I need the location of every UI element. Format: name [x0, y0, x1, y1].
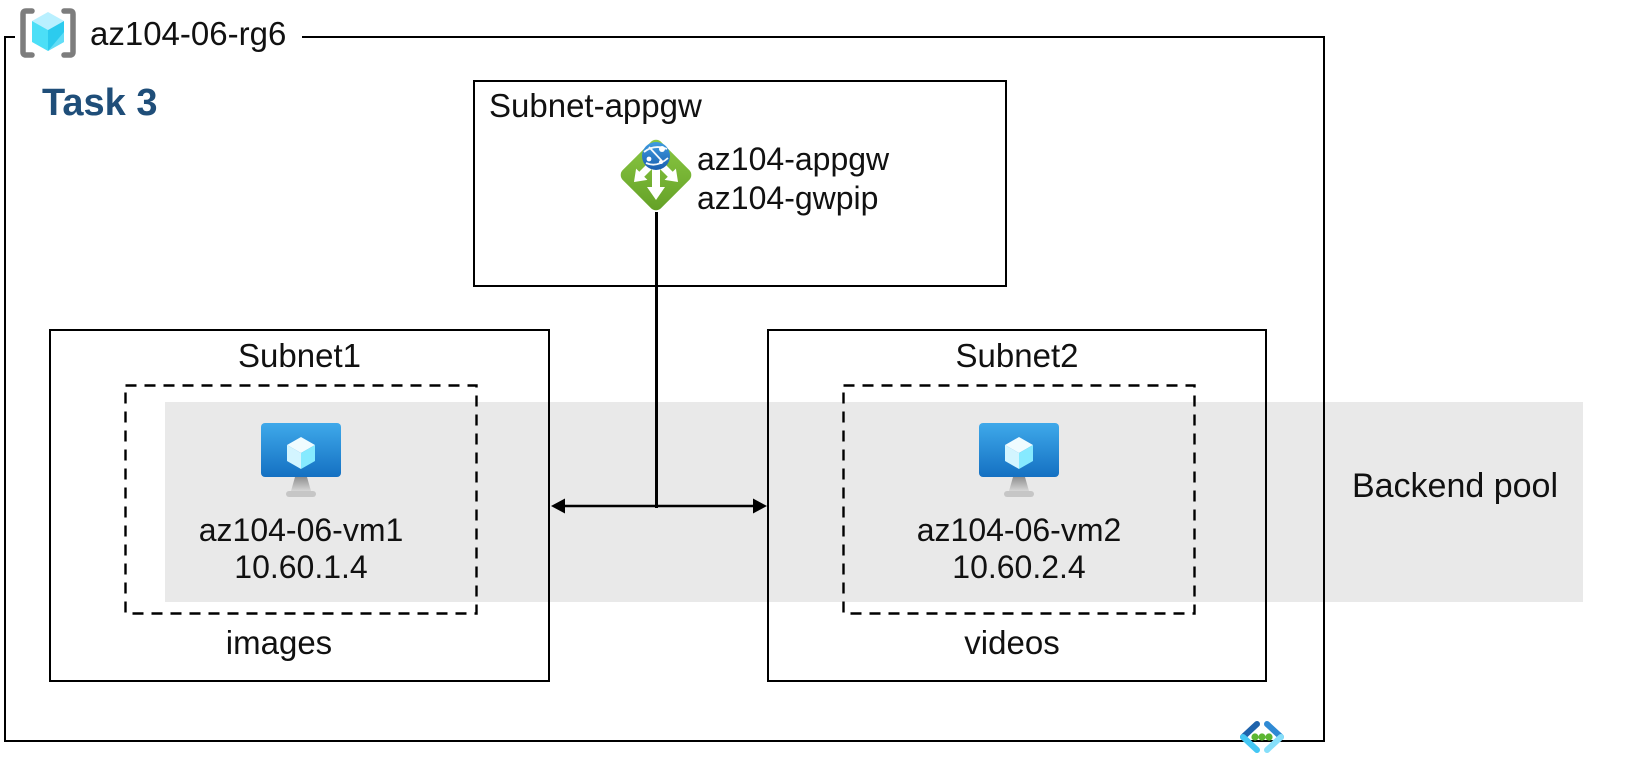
subnet2-label: Subnet2 — [955, 337, 1079, 374]
vm2-name: az104-06-vm2 — [916, 512, 1122, 548]
virtual-machine-icon-vm1 — [260, 423, 342, 498]
task-label: Task 3 — [42, 82, 158, 124]
backend-pool-label: Backend pool — [1351, 467, 1559, 505]
subnet1-box — [49, 329, 550, 682]
resource-group-name: az104-06-rg6 — [90, 15, 287, 52]
application-gateway-icon — [616, 135, 696, 215]
subnet2-vm-dashed-box — [842, 384, 1196, 615]
vm2-info: az104-06-vm2 10.60.2.4 — [842, 512, 1196, 586]
resource-group-box — [4, 36, 1325, 742]
appgw-subnet-box — [473, 80, 1007, 287]
gateway-connector-line — [655, 212, 658, 508]
subnet2-container-label: videos — [964, 624, 1060, 661]
resource-group-border-gap — [15, 31, 302, 43]
subnet1-container-label: images — [225, 624, 333, 661]
subnet-double-arrow — [549, 494, 769, 518]
subnet2-box — [767, 329, 1267, 682]
vm1-ip: 10.60.1.4 — [234, 549, 368, 585]
resource-group-icon — [18, 7, 78, 59]
virtual-machine-icon-vm2 — [978, 423, 1060, 498]
virtual-network-icon — [1236, 719, 1288, 755]
appgw-subnet-label: Subnet-appgw — [489, 87, 702, 124]
vm1-info: az104-06-vm1 10.60.1.4 — [124, 512, 478, 586]
appgw-public-ip-name: az104-gwpip — [697, 180, 879, 216]
subnet1-vm-dashed-box — [124, 384, 478, 615]
appgw-resource-names: az104-appgw az104-gwpip — [697, 140, 889, 218]
subnet1-label: Subnet1 — [238, 337, 361, 374]
vm1-name: az104-06-vm1 — [198, 512, 404, 548]
backend-pool-band — [165, 402, 1583, 602]
vm2-ip: 10.60.2.4 — [952, 549, 1086, 585]
appgw-name: az104-appgw — [697, 141, 890, 177]
